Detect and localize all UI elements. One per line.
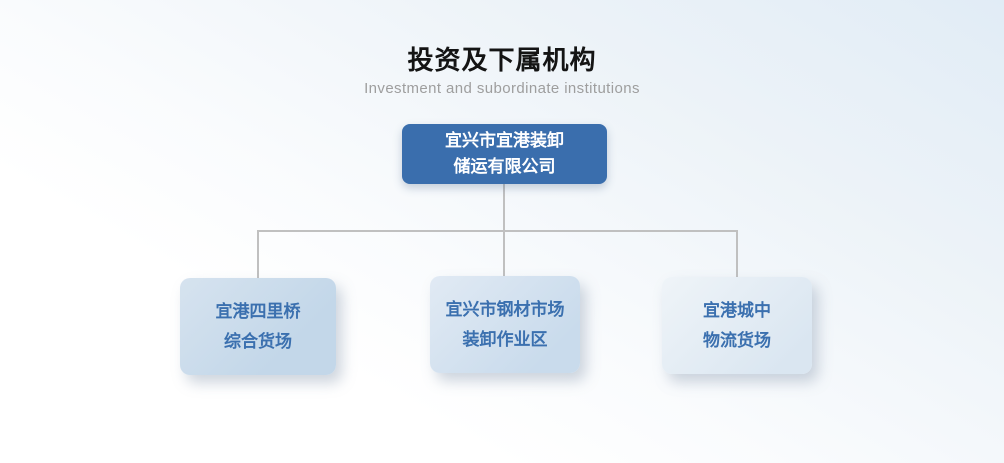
org-node-child2-line1: 宜兴市钢材市场 — [445, 299, 565, 319]
org-node-child1-line1: 宜港四里桥 — [215, 301, 301, 321]
org-node-child-steel-market-area: 宜兴市钢材市场 装卸作业区 — [430, 276, 580, 373]
page-subtitle: Investment and subordinate institutions — [364, 80, 640, 97]
org-node-child-city-logistics-yard: 宜港城中 物流货场 — [662, 277, 812, 374]
org-node-child3-line1: 宜港城中 — [703, 300, 771, 320]
org-node-child2-line2: 装卸作业区 — [462, 329, 548, 349]
org-node-child-silibridge-yard: 宜港四里桥 综合货场 — [180, 278, 336, 375]
org-node-root-line1: 宜兴市宜港装卸 — [445, 131, 564, 150]
org-node-child1-line2: 综合货场 — [224, 331, 292, 351]
org-node-root-line2: 储运有限公司 — [453, 157, 556, 176]
page-header: 投资及下属机构 Investment and subordinate insti… — [0, 44, 1004, 98]
org-node-child3-line2: 物流货场 — [703, 330, 771, 350]
page-title: 投资及下属机构 — [407, 45, 597, 75]
org-node-root: 宜兴市宜港装卸 储运有限公司 — [402, 124, 607, 184]
